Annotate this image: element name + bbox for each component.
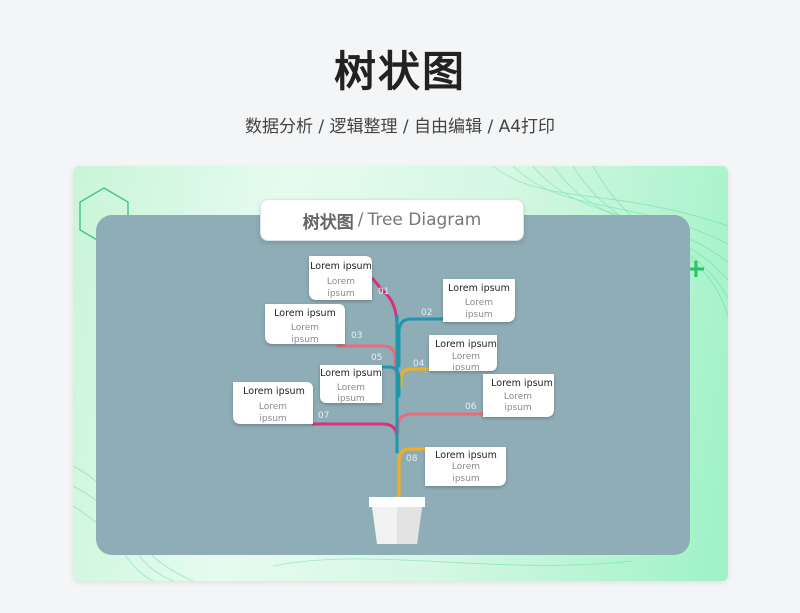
step-number-01: 01 [378, 287, 389, 297]
page-title: 树状图 [333, 47, 466, 96]
plus-icon: + [685, 254, 707, 284]
tree-card-02: Lorem ipsum Lorem ipsum [443, 279, 515, 322]
card-text: ipsum [327, 289, 354, 299]
card-text: ipsum [465, 310, 492, 320]
card-text: Lorem ipsum [274, 308, 336, 319]
card-text: Lorem ipsum [243, 386, 305, 397]
step-number-03: 03 [351, 331, 362, 341]
diagram-header-separator: / [357, 210, 364, 230]
tree-card-08: Lorem ipsum Lorem ipsum [425, 447, 506, 486]
tree-diagram: 01 02 03 04 05 06 07 08 Lorem ipsum Lore… [233, 256, 554, 544]
card-text: Lorem [291, 323, 319, 333]
card-text: ipsum [452, 474, 479, 484]
step-number-05: 05 [371, 353, 382, 363]
tree-card-04: Lorem ipsum Lorem ipsum [429, 335, 497, 373]
branch-06 [396, 412, 485, 435]
card-text: Lorem [465, 298, 493, 308]
tree-card-01: Lorem ipsum Lorem ipsum [309, 256, 372, 300]
tree-card-07: Lorem ipsum Lorem ipsum [233, 382, 313, 424]
card-text: ipsum [337, 394, 364, 404]
card-text: ipsum [291, 335, 318, 345]
card-text: Lorem ipsum [310, 261, 372, 272]
diagram-header: 树状图 / Tree Diagram [260, 199, 524, 241]
card-text: ipsum [259, 414, 286, 424]
tree-card-05: Lorem ipsum Lorem ipsum [320, 365, 382, 404]
flower-pot-icon [369, 497, 425, 544]
card-text: Lorem ipsum [491, 378, 553, 389]
card-text: Lorem [327, 277, 355, 287]
page-subtitle: 数据分析 / 逻辑整理 / 自由编辑 / A4打印 [244, 117, 556, 137]
card-text: ipsum [452, 363, 479, 373]
diagram-header-main: 树状图 [302, 212, 354, 233]
branch-04 [399, 367, 430, 388]
step-number-02: 02 [421, 308, 432, 318]
card-text: Lorem [259, 402, 287, 412]
step-number-08: 08 [406, 454, 418, 464]
tree-card-06: Lorem ipsum Lorem ipsum [483, 374, 554, 417]
card-text: Lorem [452, 352, 480, 362]
card-text: Lorem [337, 383, 365, 393]
step-number-07: 07 [318, 411, 329, 421]
tree-card-03: Lorem ipsum Lorem ipsum [265, 304, 345, 345]
step-number-04: 04 [413, 359, 425, 369]
preview-banner: + 树状图 / Tree Diagram [73, 166, 728, 581]
card-text: Lorem [452, 462, 480, 472]
branch-07 [311, 422, 399, 446]
card-text: Lorem [504, 392, 532, 402]
step-number-06: 06 [465, 402, 477, 412]
card-text: Lorem ipsum [448, 283, 510, 294]
card-text: Lorem ipsum [435, 450, 497, 461]
card-text: Lorem ipsum [435, 339, 497, 350]
card-text: Lorem ipsum [320, 368, 382, 379]
branch-08 [397, 447, 430, 498]
diagram-header-sub: Tree Diagram [367, 210, 482, 230]
branch-02 [397, 317, 445, 368]
card-text: ipsum [504, 403, 531, 413]
branch-03 [336, 344, 397, 373]
